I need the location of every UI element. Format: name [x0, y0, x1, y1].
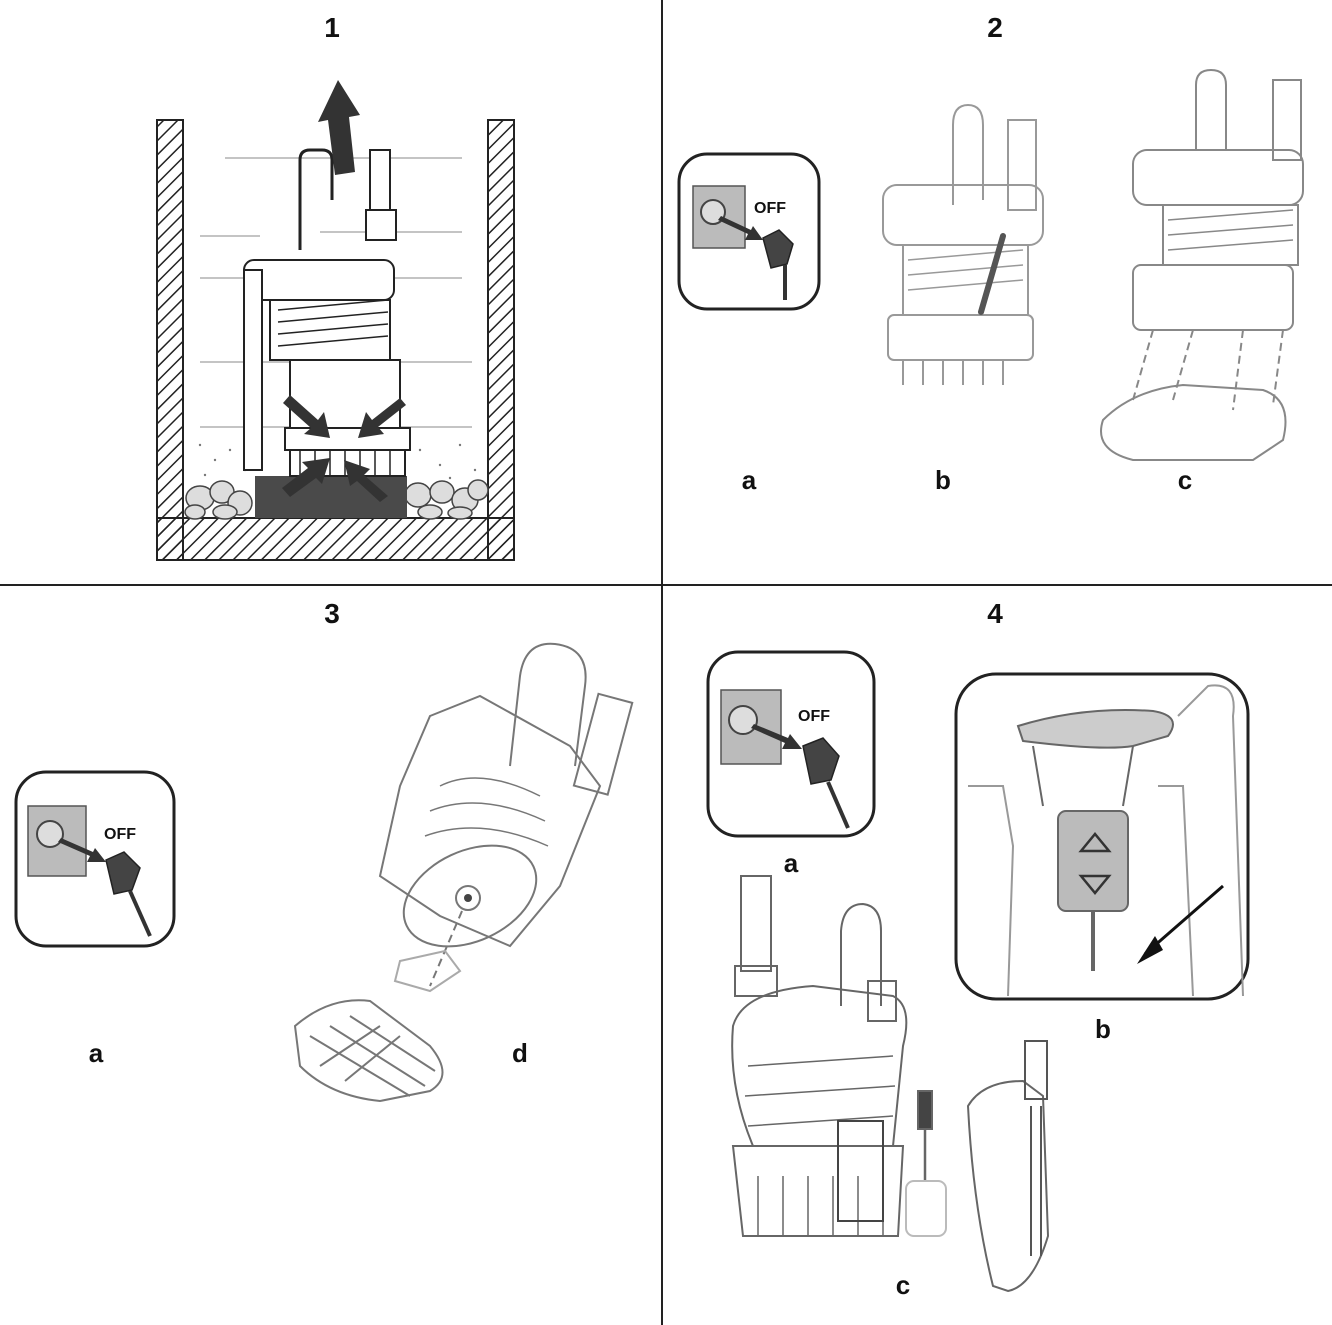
shaft-wall-right: [487, 119, 515, 561]
screwdriver-icon: [978, 233, 1006, 315]
pump-c-assembly-drawing: [731, 875, 1050, 1293]
panel-2: 2 OFF a b c: [663, 0, 1332, 585]
plug-icon: [762, 229, 794, 269]
pump-d-drawing: [293, 642, 634, 1103]
panel-2-drawings: [677, 68, 1304, 461]
label-c: c: [895, 1270, 911, 1300]
unplug-arrow-icon: [751, 724, 802, 749]
horizontal-divider: [0, 584, 1332, 586]
off-label: OFF: [754, 200, 786, 217]
panel-3: 3 OFF a d: [0, 586, 662, 1325]
label-a: a: [741, 465, 757, 495]
float-switch-detail-drawing: [968, 684, 1244, 997]
panel-number: 1: [324, 12, 340, 43]
panel-number: 3: [324, 598, 340, 629]
unplug-arrow-icon: [718, 216, 763, 240]
shaft-wall-left: [156, 119, 184, 561]
vertical-divider: [661, 0, 663, 1325]
panel-number: 2: [987, 12, 1003, 43]
panel-4: 4: [663, 586, 1332, 1325]
plug-icon: [802, 737, 840, 785]
panel-number: 4: [987, 598, 1003, 629]
sump-pump-installation-drawing: [156, 80, 515, 561]
unplug-arrow-icon: [58, 838, 106, 862]
pump: [243, 148, 411, 477]
gravel: [184, 479, 489, 520]
label-a: a: [783, 848, 799, 878]
inlet-arrows-icon: [282, 395, 406, 502]
outlet-arrow-icon: [318, 80, 360, 175]
panel-1: 1: [0, 0, 662, 585]
pump-b-drawing: [882, 103, 1044, 385]
panel-3-drawings: [14, 642, 634, 1103]
label-b: b: [1095, 1014, 1111, 1044]
label-a: a: [88, 1038, 104, 1068]
off-label: OFF: [798, 708, 830, 725]
label-d: d: [512, 1038, 528, 1068]
panel-4-drawings: [706, 650, 1250, 1293]
label-c: c: [1177, 465, 1193, 495]
off-label: OFF: [104, 826, 136, 843]
pump-c-drawing: [1100, 68, 1304, 461]
shaft-floor: [156, 517, 515, 561]
plug-icon: [105, 851, 141, 895]
label-b: b: [935, 465, 951, 495]
